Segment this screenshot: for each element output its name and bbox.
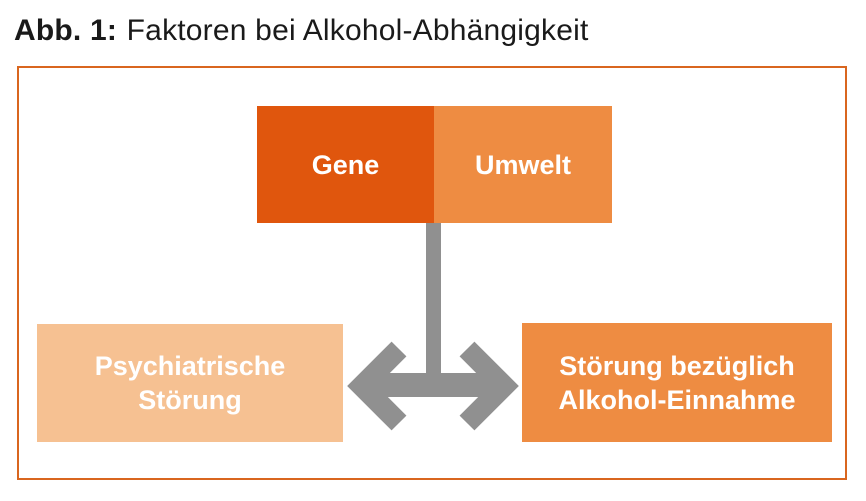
alkohol-einnahme-box: Störung bezüglich Alkohol-Einnahme xyxy=(522,323,832,442)
figure-title-text: Faktoren bei Alkohol-Abhängigkeit xyxy=(126,14,589,47)
figure-title: Abb. 1:Faktoren bei Alkohol-Abhängigkeit xyxy=(14,14,589,48)
gene-label: Gene xyxy=(311,149,380,180)
psychiatrische-stoerung-box: Psychiatrische Störung xyxy=(37,324,343,442)
umwelt-label: Umwelt xyxy=(474,149,572,180)
psych-label-line1: Psychiatrische xyxy=(94,351,286,381)
psych-label-line2: Störung xyxy=(138,385,242,415)
figure-title-prefix: Abb. 1: xyxy=(14,14,118,47)
umwelt-box: Umwelt xyxy=(434,106,612,223)
factors-top-box: Gene Umwelt xyxy=(257,106,612,223)
gene-box: Gene xyxy=(257,106,434,223)
stoerung-label-line1: Störung bezüglich xyxy=(559,350,795,381)
stoerung-label-line2: Alkohol-Einnahme xyxy=(558,384,796,415)
